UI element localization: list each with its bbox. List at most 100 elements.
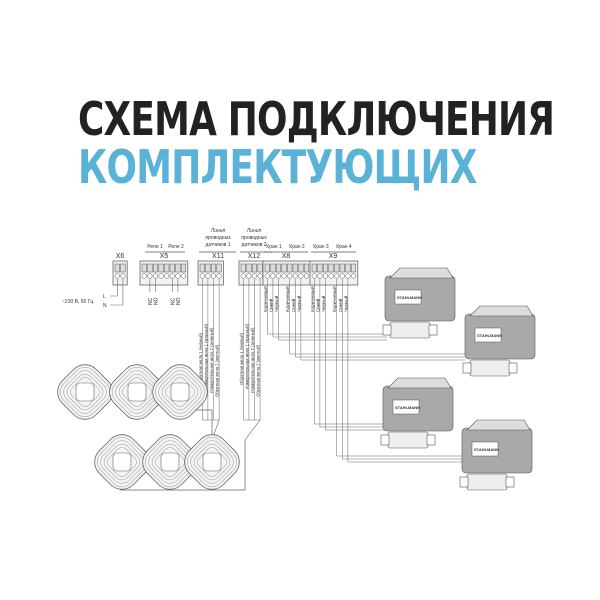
valve-port bbox=[426, 434, 436, 446]
valve-top bbox=[469, 305, 534, 317]
brand-logo bbox=[392, 399, 420, 415]
terminal-screw bbox=[270, 263, 276, 273]
terminal-hole bbox=[264, 273, 270, 279]
terminal-screw bbox=[334, 263, 340, 273]
sensor-ring bbox=[161, 373, 199, 411]
valve-wire-label: Черный bbox=[273, 295, 279, 312]
terminal-screw bbox=[120, 263, 126, 273]
line2-a: Линия bbox=[246, 228, 262, 234]
valve3-label: Кран 3 bbox=[313, 244, 329, 250]
sensor-ring bbox=[158, 370, 202, 414]
terminal-hole bbox=[281, 273, 287, 279]
valve-wire bbox=[314, 279, 387, 425]
valve-port bbox=[428, 324, 438, 336]
sensor-center bbox=[202, 452, 222, 472]
valve-wire-label: Синий bbox=[267, 298, 273, 312]
terminal-screw bbox=[147, 263, 153, 273]
sensor-ring bbox=[63, 370, 107, 414]
terminal-hole bbox=[251, 273, 258, 279]
terminal-screw bbox=[240, 263, 246, 273]
valve-wire bbox=[325, 279, 387, 431]
sensor-wire-label: Измерительная жила 2 (зеленый) bbox=[209, 327, 214, 393]
terminal-hole bbox=[322, 273, 329, 279]
valve-wire-label: Черный bbox=[342, 295, 348, 312]
terminal-hole bbox=[287, 273, 293, 279]
terminal-screw bbox=[350, 263, 357, 273]
terminal-screw bbox=[199, 263, 205, 273]
terminal-hole bbox=[246, 273, 252, 279]
sensor-cable bbox=[243, 419, 261, 441]
terminal-hole bbox=[292, 273, 298, 279]
terminal-screw bbox=[164, 263, 170, 273]
terminal-screw bbox=[322, 263, 329, 273]
sensor-line-2 bbox=[120, 440, 246, 491]
terminal-screw bbox=[317, 263, 323, 273]
valve-wire bbox=[289, 279, 465, 355]
terminal-hole bbox=[180, 273, 187, 279]
sensor-center bbox=[170, 382, 190, 402]
line1-c: датчиков 1 bbox=[205, 242, 230, 248]
sensor-ring bbox=[103, 443, 141, 481]
brand-logo bbox=[474, 327, 502, 343]
relay2-label: Реле 2 bbox=[168, 244, 184, 250]
sensor-wire-label: Измерительная жила 1 (красный) bbox=[244, 323, 249, 389]
sensor-ring bbox=[60, 367, 110, 417]
sensor-ring bbox=[100, 440, 144, 484]
valve-body bbox=[387, 431, 429, 449]
valve-wire bbox=[336, 279, 462, 457]
terminal-screw bbox=[275, 263, 282, 273]
valve-wire bbox=[272, 279, 387, 338]
relay1-label: Реле 1 bbox=[147, 244, 163, 250]
terminal-screw bbox=[264, 263, 270, 273]
valve-wire-label: Коричневый bbox=[284, 286, 290, 312]
terminal-hole bbox=[205, 273, 211, 279]
line1-b: проводных bbox=[205, 235, 231, 241]
power-n: N bbox=[103, 303, 107, 309]
terminal-hole bbox=[158, 273, 164, 279]
valve-wire bbox=[295, 279, 465, 358]
sensor-line-1 bbox=[195, 409, 213, 440]
valve-top bbox=[387, 377, 452, 389]
brand-text: STAHLMANN bbox=[397, 295, 422, 300]
x5-label: X5 bbox=[160, 253, 169, 260]
sensor-ring bbox=[155, 367, 205, 417]
valve2-label: Кран 2 bbox=[289, 244, 305, 250]
valve-wire-label: Коричневый bbox=[309, 286, 315, 312]
title-line-2: КОМПЛЕКТУЮЩИХ bbox=[78, 140, 477, 194]
valve-wire bbox=[278, 279, 387, 341]
wire-l bbox=[110, 279, 118, 297]
relay-contact-label: NC bbox=[148, 297, 154, 305]
power-l: L bbox=[103, 294, 106, 300]
valve-port bbox=[382, 324, 392, 336]
terminal-hole bbox=[270, 273, 276, 279]
valve4-label: Кран 4 bbox=[336, 244, 352, 250]
valve-wire bbox=[319, 279, 387, 428]
terminal-hole bbox=[210, 273, 217, 279]
valve-body bbox=[466, 473, 508, 491]
terminal-screw bbox=[251, 263, 258, 273]
sensor-ring bbox=[165, 377, 195, 407]
terminal-hole bbox=[345, 273, 351, 279]
line2-c: датчиков 2 bbox=[241, 242, 266, 248]
sensor-cable bbox=[202, 419, 220, 441]
valve-wire-label: Черный bbox=[320, 295, 326, 312]
terminal-screw bbox=[257, 263, 263, 273]
valve-port bbox=[462, 362, 472, 374]
terminal-screw bbox=[216, 263, 222, 273]
sensor-ring bbox=[115, 370, 159, 414]
terminal-hole bbox=[141, 273, 147, 279]
relay-contact-label: NO bbox=[176, 297, 182, 305]
valve-wire-label: Синий bbox=[314, 298, 320, 312]
sensor-ring bbox=[107, 447, 137, 477]
sensor-ring bbox=[112, 367, 162, 417]
line2-b: проводных bbox=[241, 235, 267, 241]
valve-body bbox=[469, 359, 511, 377]
terminal-hole bbox=[120, 273, 126, 279]
terminal-screw bbox=[114, 263, 120, 273]
terminal-screw bbox=[175, 263, 181, 273]
terminal-screw bbox=[345, 263, 351, 273]
title-line-1: СХЕМА ПОДКЛЮЧЕНИЯ bbox=[78, 92, 555, 146]
terminal-hole bbox=[147, 273, 153, 279]
terminal-screw bbox=[328, 263, 334, 273]
valve-port bbox=[508, 362, 518, 374]
